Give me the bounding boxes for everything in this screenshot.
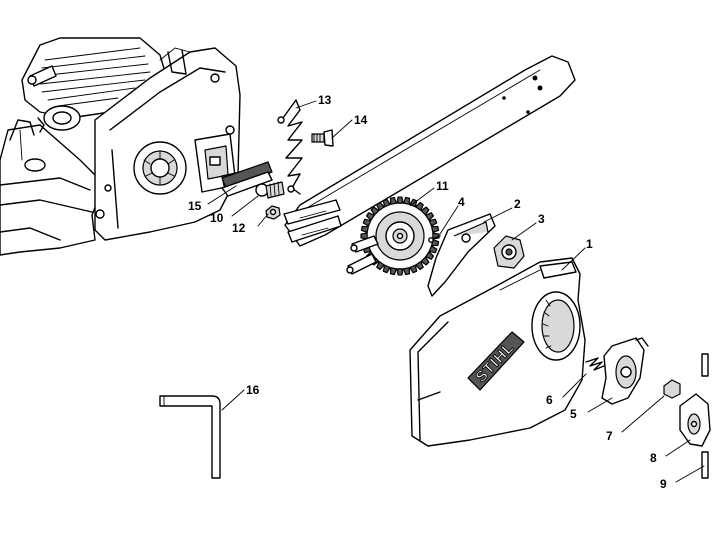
allen-key-icon [159, 395, 221, 479]
callout-1: 1 [586, 237, 593, 251]
callout-4: 4 [458, 195, 465, 209]
callout-16: 16 [246, 383, 260, 397]
leader-3 [511, 222, 537, 241]
callout-3: 3 [538, 212, 545, 226]
sprocket-tooth [376, 201, 385, 211]
leader-6 [562, 373, 587, 398]
leader-4 [439, 205, 459, 235]
leader-5 [587, 397, 613, 413]
nut-part [265, 205, 281, 220]
leader-12 [257, 213, 269, 227]
callout-7: 7 [606, 429, 613, 443]
sprocket-tooth [420, 206, 430, 216]
callout-9: 9 [660, 477, 667, 491]
sprocket-tooth [382, 264, 391, 274]
leader-8 [665, 439, 691, 457]
sprocket-tooth [389, 267, 398, 276]
sprocket-tooth [415, 201, 424, 211]
sprocket-tooth [382, 198, 391, 208]
leader-13 [295, 100, 317, 109]
sprocket-tooth [370, 206, 380, 216]
leader-9 [675, 465, 705, 483]
callout-12: 12 [232, 221, 246, 235]
tensioner-screw-part [255, 181, 285, 199]
leader-10 [231, 195, 259, 217]
chain-wheel-icon [346, 196, 440, 276]
callout-6: 6 [546, 393, 553, 407]
sprocket-cover-icon: STIHL [409, 257, 586, 447]
sprocket-tooth [425, 212, 435, 221]
leader-14 [331, 119, 353, 139]
leader-16 [221, 389, 245, 411]
sprocket-tooth [409, 264, 418, 274]
sprocket-tooth [415, 261, 424, 271]
sprocket-tooth [420, 256, 430, 266]
sprocket-tooth [360, 232, 368, 240]
screw-part [311, 129, 334, 147]
callout-labels: 1 2 3 4 5 6 7 8 9 10 11 12 13 14 15 16 [188, 93, 667, 491]
sprocket-tooth [365, 212, 375, 221]
leader-15 [207, 185, 237, 205]
pin-rod-part [701, 353, 709, 479]
sprocket-tooth [396, 196, 404, 204]
lever-part [679, 393, 711, 447]
callout-5: 5 [570, 407, 577, 421]
callout-2: 2 [514, 197, 521, 211]
sprocket-tooth [360, 225, 369, 234]
sprocket-tooth [428, 218, 438, 227]
sprocket-tooth [425, 251, 435, 260]
sprocket-tooth [431, 225, 440, 234]
callout-10: 10 [210, 211, 224, 225]
sprocket-tooth [402, 196, 411, 205]
spring-plate-part [277, 99, 303, 195]
callout-11: 11 [436, 179, 449, 193]
sprocket-tooth [389, 196, 398, 205]
leader-2 [483, 207, 513, 223]
sprocket-tooth [428, 245, 438, 254]
callout-8: 8 [650, 451, 657, 465]
callout-14: 14 [354, 113, 368, 127]
chainsaw-body-icon [0, 37, 243, 256]
spring-part [585, 357, 605, 371]
bar-guide-plate-part [221, 161, 273, 197]
callout-13: 13 [318, 93, 332, 107]
sprocket-tooth [376, 261, 385, 271]
pin-part [428, 235, 441, 243]
leader-7 [621, 395, 665, 433]
leader-lines [207, 100, 705, 483]
leader-11 [409, 187, 435, 207]
sprocket-tooth [362, 218, 372, 227]
callout-15: 15 [188, 199, 202, 213]
sprocket-tooth [402, 267, 411, 276]
leader-1 [561, 247, 586, 271]
cap-part [663, 379, 681, 399]
chain-catcher-part [601, 337, 649, 405]
guide-bar-icon [283, 55, 576, 247]
tension-knob-part [493, 235, 525, 269]
sprocket-tooth [396, 268, 404, 276]
